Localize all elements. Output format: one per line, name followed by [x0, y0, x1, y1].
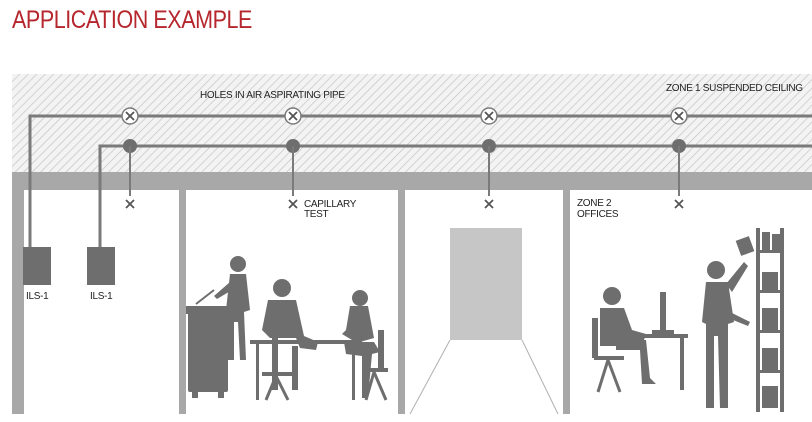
label-detector-2: ILS-1	[90, 291, 113, 302]
sampling-point-icon	[674, 199, 684, 209]
page-title: APPLICATION EXAMPLE	[12, 6, 252, 34]
detector-unit-1	[23, 247, 51, 285]
pipe-hole-icon	[284, 107, 302, 125]
wall-2	[179, 190, 186, 414]
corridor-floor-line-right	[521, 339, 559, 415]
aspirating-pipe-lower	[98, 144, 812, 250]
label-capillary-1: CAPILLARY	[304, 199, 357, 210]
label-zone2-1: ZONE 2	[577, 198, 612, 209]
capillary-junction	[286, 139, 300, 209]
aspirating-pipe-upper	[28, 114, 812, 250]
office-scene-left	[186, 256, 388, 401]
sampling-point-icon	[288, 199, 298, 209]
label-zone1: ZONE 1 SUSPENDED CEILING	[666, 83, 803, 94]
pipe-hole-icon	[121, 107, 139, 125]
corridor-door	[450, 228, 522, 340]
corridor-floor-line-left	[409, 339, 451, 415]
pipe-hole-icon	[480, 107, 498, 125]
sampling-point-icon	[125, 199, 135, 209]
wall-3	[398, 190, 405, 414]
capillary-junction	[482, 139, 496, 209]
wall-4	[563, 190, 570, 414]
label-detector-1: ILS-1	[26, 291, 49, 302]
label-holes: HOLES IN AIR ASPIRATING PIPE	[200, 90, 345, 101]
office-scene-right	[592, 228, 784, 412]
capillary-junction	[672, 139, 686, 209]
ceiling-beam	[12, 172, 812, 190]
label-capillary-2: TEST	[304, 209, 329, 220]
label-zone2-2: OFFICES	[577, 209, 619, 220]
capillary-junction	[123, 139, 137, 209]
sampling-point-icon	[484, 199, 494, 209]
detector-unit-2	[87, 247, 115, 285]
wall-left	[12, 190, 24, 414]
pipe-hole-icon	[670, 107, 688, 125]
